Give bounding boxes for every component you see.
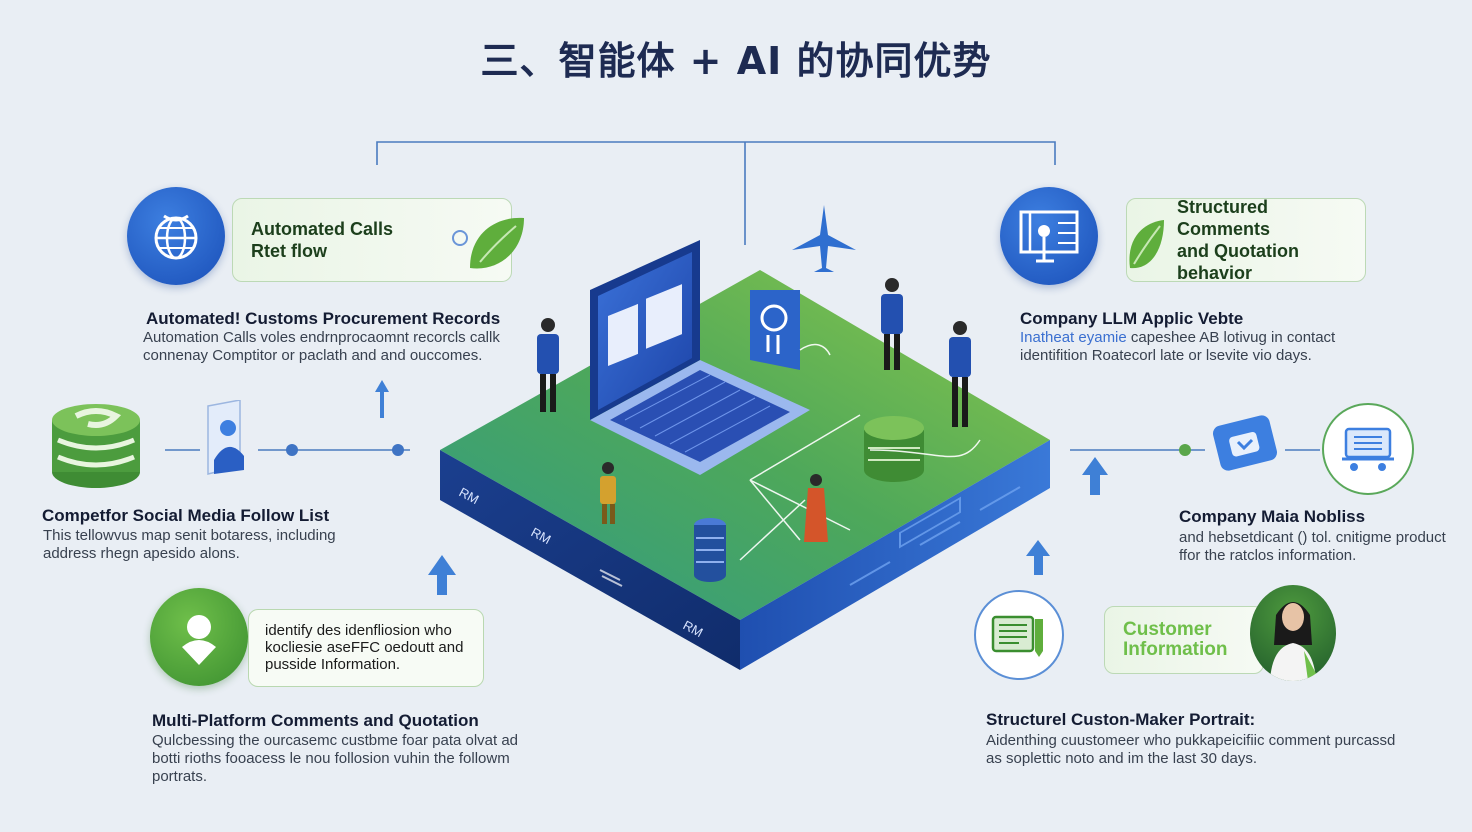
structured-comments-pill: Structured Comments and Quotation behavi… — [1126, 197, 1366, 283]
left-connector-dot — [286, 444, 298, 456]
globe-icon — [127, 187, 225, 285]
top-bracket-line — [376, 141, 1056, 165]
pill-line: and Quotation behavior — [1177, 241, 1299, 283]
section-description: Qulcbessing the ourcasemc custbme foar p… — [152, 732, 519, 785]
section-heading: Automated! Customs Procurement Records — [146, 309, 501, 328]
section-description: Aidenthing cuustomeer who pukkapeicifiic… — [986, 732, 1396, 767]
customer-info-pill: Customer Information — [1104, 606, 1264, 674]
location-pin-icon — [150, 588, 248, 686]
airplane-icon — [792, 205, 856, 272]
highlighted-text: Inatheat eyamie — [1020, 329, 1127, 346]
section-description: Inatheat eyamie capeshee AB lotivug in c… — [1020, 329, 1390, 365]
pill-line: Structured Comments — [1177, 197, 1271, 239]
pill-line: Rtet flow — [251, 241, 327, 261]
blueprint-icon — [1000, 187, 1098, 285]
arrow-up-icon — [428, 555, 456, 595]
section-heading: Structurel Custon-Maker Portrait: — [986, 710, 1256, 729]
leaf-icon — [1124, 218, 1168, 279]
platform-illustration: RM RM RM — [440, 240, 1050, 670]
database-blue-icon — [694, 518, 726, 582]
person-icon — [949, 321, 971, 427]
pill-line: Customer — [1123, 619, 1212, 640]
person-icon — [600, 462, 616, 524]
right-connector-dot — [1179, 444, 1191, 456]
laptop-icon — [590, 240, 810, 475]
identify-info-pill: identify des idenfliosion who kocliesie … — [248, 609, 484, 687]
pill-line: Automated Calls — [251, 219, 394, 239]
automated-calls-pill: Automated Calls Rtet flow — [232, 198, 512, 282]
section-description: Automation Calls voles endrnprocaomnt re… — [143, 329, 500, 364]
section-description: and hebsetdicant () tol. cnitigme produc… — [1179, 529, 1446, 564]
person-icon — [881, 278, 903, 370]
stacked-database-icon — [48, 402, 144, 497]
user-profile-icon — [200, 399, 260, 485]
platform-left-side — [440, 450, 740, 670]
page-title: 三、智能体 + AI 的协同优势 — [480, 39, 992, 83]
section-heading: Company Maia Nobliss — [1179, 507, 1366, 526]
phone-leaf-icon — [450, 210, 528, 281]
pill-line: Information — [1123, 639, 1228, 660]
chat-card-icon — [1210, 412, 1284, 481]
section-heading: Multi-Platform Comments and Quotation — [152, 711, 479, 730]
platform-right-side — [740, 440, 1050, 670]
database-green-icon — [864, 416, 924, 482]
arrow-up-icon — [1026, 540, 1050, 575]
avatar — [1250, 585, 1336, 681]
person-icon — [537, 318, 559, 412]
person-icon — [804, 474, 828, 542]
document-pencil-icon — [974, 590, 1064, 680]
arrow-up-icon — [375, 380, 389, 418]
cart-icon — [1322, 403, 1414, 495]
badge-icon — [750, 290, 800, 370]
section-heading: Company LLM Applic Vebte — [1020, 309, 1244, 328]
description-text: capeshee AB lotivug in contact identifit… — [1020, 329, 1336, 364]
section-heading: Competfor Social Media Follow List — [42, 506, 330, 525]
arrow-up-icon — [1082, 457, 1108, 495]
section-description: This tellowvus map senit botaress, inclu… — [43, 527, 336, 562]
left-connector-dot — [392, 444, 404, 456]
